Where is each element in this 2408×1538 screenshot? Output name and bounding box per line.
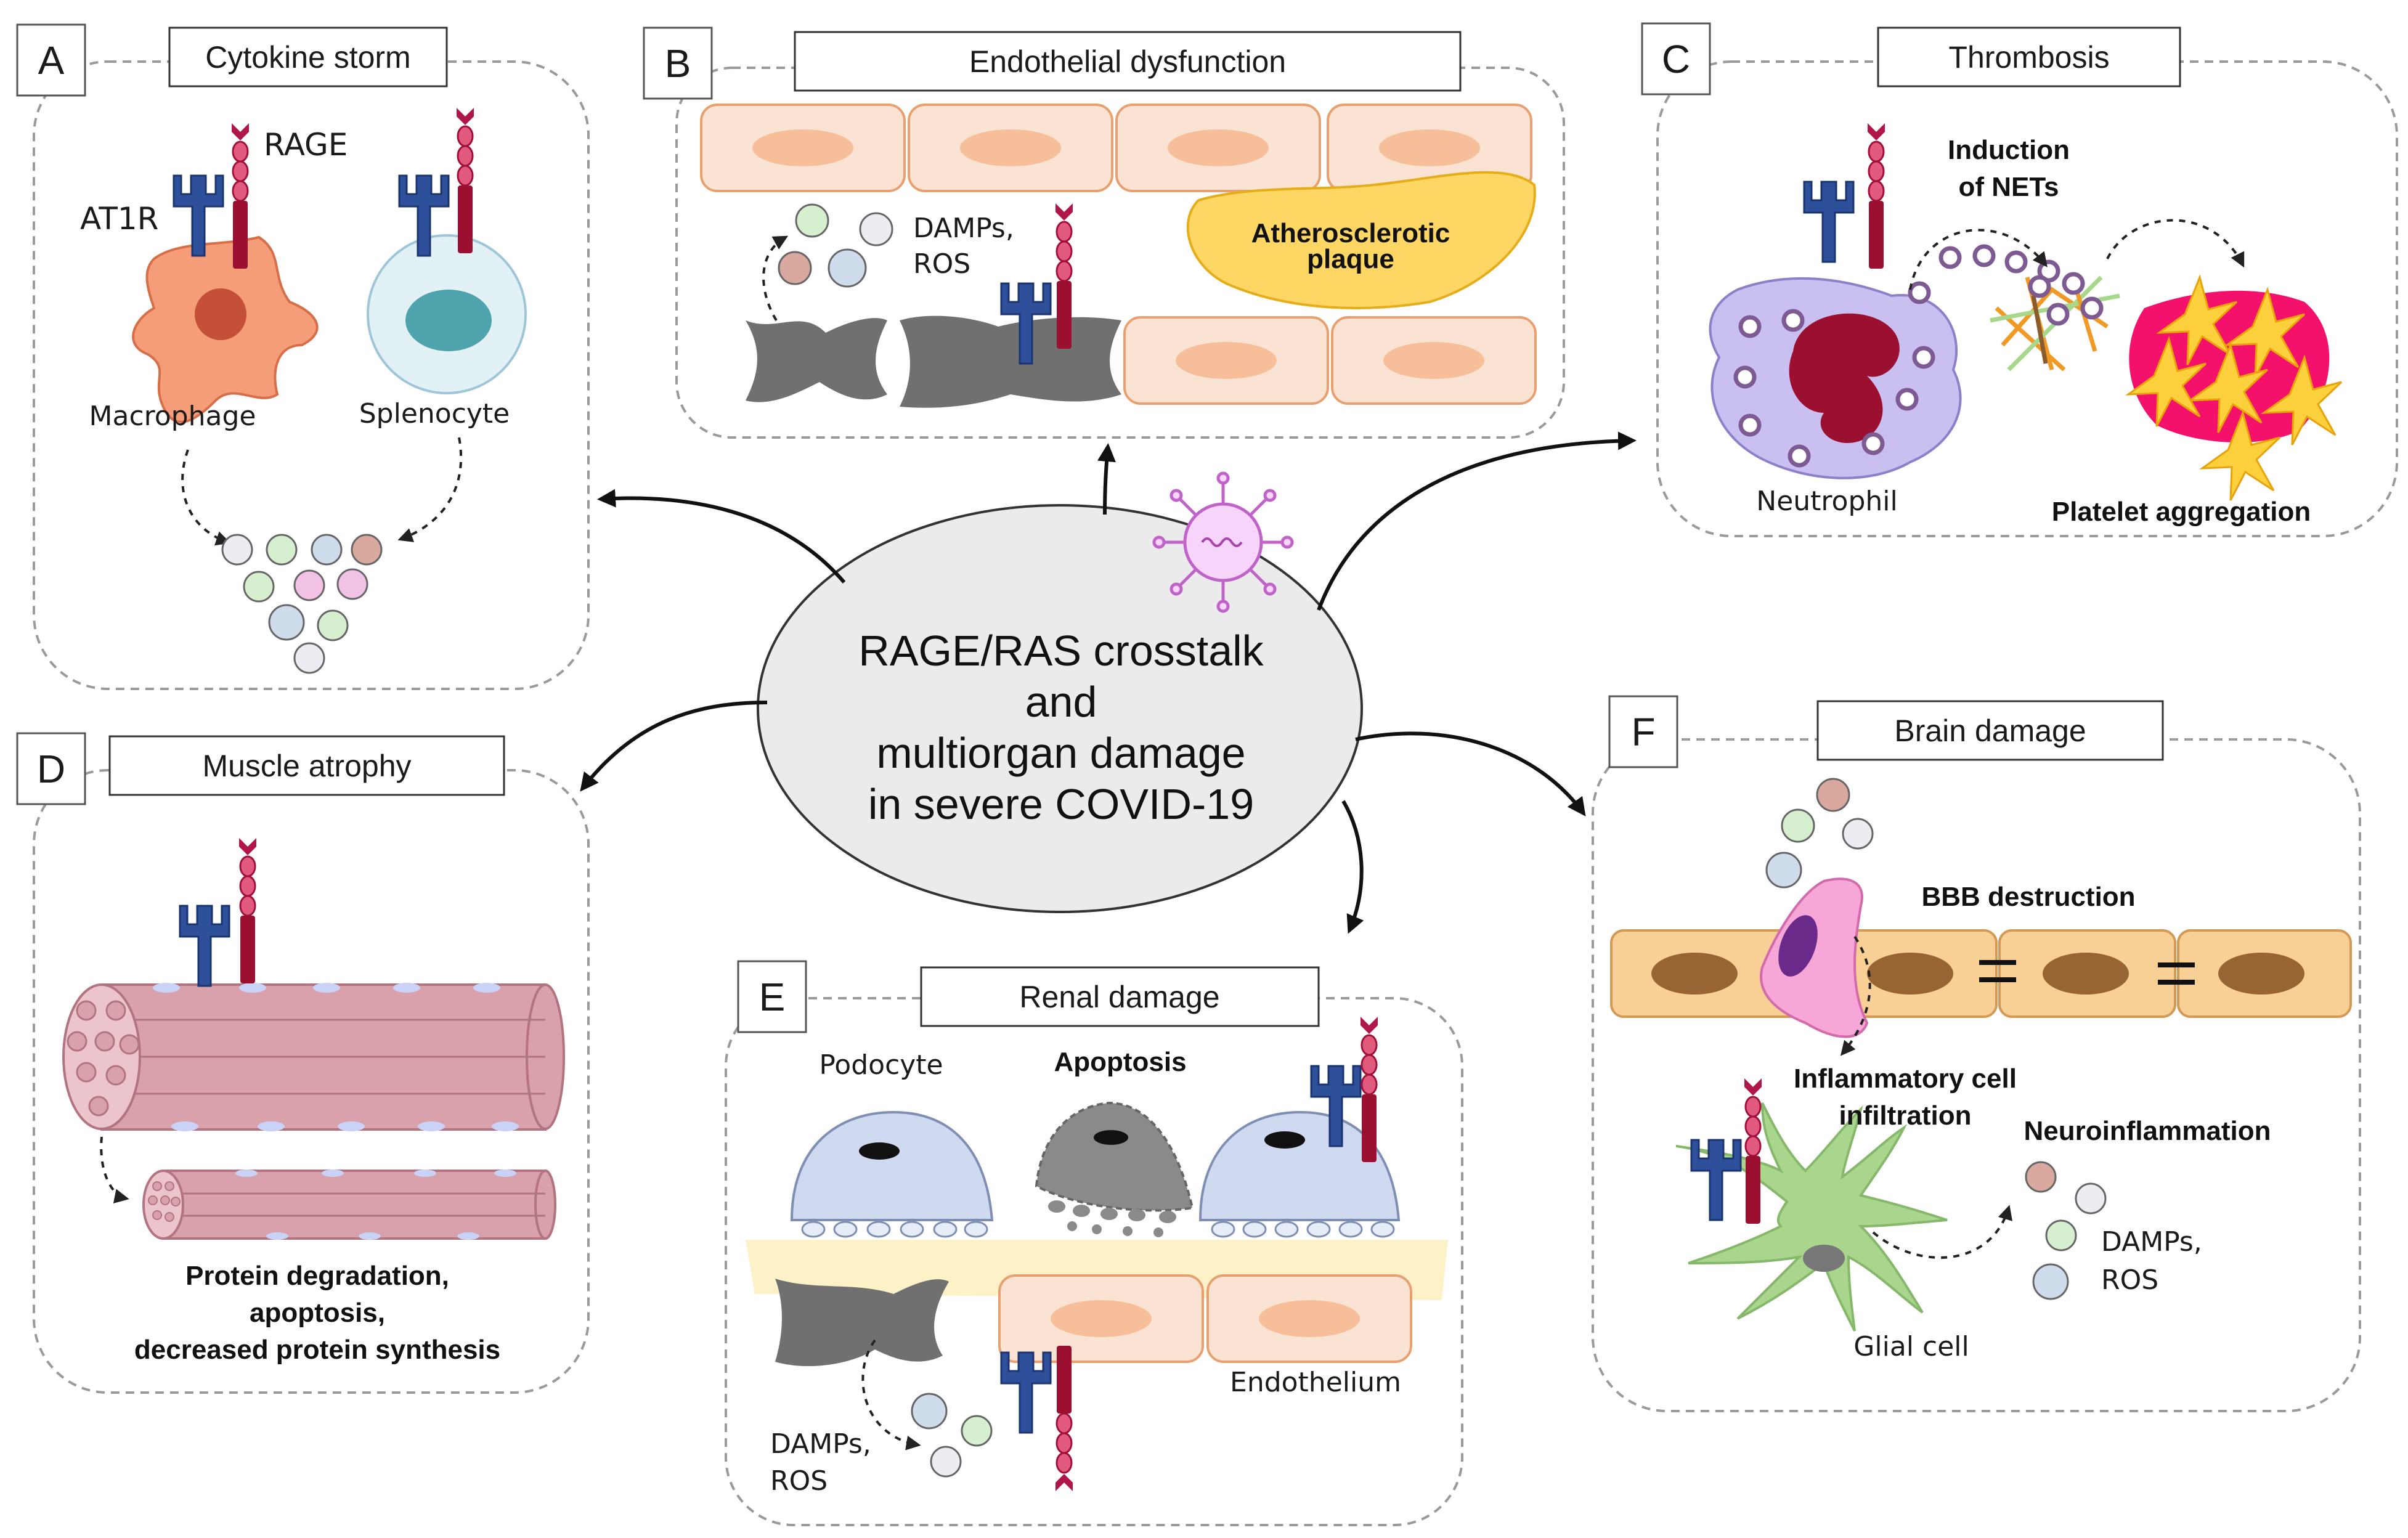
atherosclerotic-plaque bbox=[1186, 171, 1536, 309]
panel-b-ros-label: ROS bbox=[913, 248, 970, 280]
center-line-3: multiorgan damage bbox=[876, 729, 1245, 777]
plaque-label-2: plaque bbox=[1307, 244, 1394, 274]
virus-icon bbox=[1152, 471, 1294, 613]
neutrophil-label: Neutrophil bbox=[1756, 486, 1897, 517]
glial-cell-icon bbox=[1675, 1102, 1948, 1332]
panel-e-title: Renal damage bbox=[1019, 980, 1219, 1014]
endothelium-label: Endothelium bbox=[1230, 1367, 1401, 1398]
infiltration-label-1: Inflammatory cell bbox=[1794, 1064, 2017, 1094]
apoptosis-label: Apoptosis bbox=[1054, 1047, 1186, 1077]
muscle-label-2: apoptosis, bbox=[250, 1298, 385, 1328]
bbb-endothelium bbox=[1610, 929, 2352, 1018]
rage-receptor-icon bbox=[230, 122, 250, 270]
muscle-label-1: Protein degradation, bbox=[185, 1261, 449, 1291]
damaged-cell-1 bbox=[746, 318, 887, 402]
panel-b-title: Endothelial dysfunction bbox=[969, 44, 1286, 79]
panel-b-letter: B bbox=[665, 41, 691, 86]
panel-f-ros-label: ROS bbox=[2101, 1264, 2158, 1296]
muscle-fiber-icon bbox=[62, 983, 565, 1131]
panel-b: B Endothelial dysfunction Atheroscleroti… bbox=[643, 26, 1565, 439]
panel-c-title: Thrombosis bbox=[1948, 40, 2109, 75]
panel-c-letter: C bbox=[1662, 37, 1690, 81]
at1r-label: AT1R bbox=[80, 201, 158, 237]
renal-damaged-cell bbox=[775, 1279, 949, 1367]
neuroinflammation-label: Neuroinflammation bbox=[2024, 1116, 2271, 1146]
panel-c: C Thrombosis Induction of NETs bbox=[1641, 22, 2398, 537]
panel-a: A Cytokine storm RAGE AT1R Macrophage Sp… bbox=[16, 23, 590, 690]
infiltrating-cell bbox=[1760, 877, 1869, 1038]
panel-e-ros-label: ROS bbox=[770, 1465, 828, 1497]
podocyte-icon-2 bbox=[1198, 1110, 1401, 1238]
center-line-2: and bbox=[1025, 678, 1097, 726]
panel-e-letter: E bbox=[759, 975, 786, 1019]
nets-label-1: Induction bbox=[1948, 135, 2070, 165]
atrophic-fiber-icon bbox=[142, 1170, 556, 1240]
panel-d-title: Muscle atrophy bbox=[202, 749, 411, 783]
center-line-4: in severe COVID-19 bbox=[868, 780, 1254, 828]
infiltration-label-2: infiltration bbox=[1839, 1101, 1971, 1131]
panel-a-title: Cytokine storm bbox=[205, 40, 410, 75]
muscle-label-3: decreased protein synthesis bbox=[134, 1335, 500, 1365]
panel-e-damps-label: DAMPs, bbox=[770, 1428, 871, 1460]
damaged-cell-2 bbox=[900, 315, 1121, 408]
cytokine-cluster bbox=[221, 534, 383, 674]
center-node: RAGE/RAS crosstalk and multiorgan damage… bbox=[757, 504, 1363, 913]
splenocyte-label: Splenocyte bbox=[359, 398, 510, 429]
panel-f-letter: F bbox=[1631, 710, 1655, 754]
apoptotic-podocyte-icon bbox=[1035, 1101, 1194, 1237]
rage-label: RAGE bbox=[264, 127, 348, 163]
bbb-label: BBB destruction bbox=[1921, 882, 2135, 912]
panel-d-letter: D bbox=[37, 747, 65, 791]
macrophage-label: Macrophage bbox=[89, 401, 256, 432]
glial-label: Glial cell bbox=[1853, 1331, 1969, 1362]
panel-f: F Brain damage bbox=[1592, 695, 2361, 1412]
main-arrows bbox=[580, 431, 1637, 934]
platelet-label: Platelet aggregation bbox=[2052, 497, 2311, 527]
podocyte-label: Podocyte bbox=[819, 1049, 943, 1081]
panel-f-damps-label: DAMPs, bbox=[2101, 1226, 2202, 1258]
panel-b-damps-label: DAMPs, bbox=[913, 213, 1014, 244]
panel-d: D Muscle atrophy bbox=[16, 732, 590, 1394]
podocyte-icon bbox=[790, 1110, 994, 1238]
plaque-label-1: Atherosclerotic bbox=[1251, 218, 1450, 248]
panel-e: E Renal damage bbox=[725, 960, 1463, 1526]
panel-f-title: Brain damage bbox=[1894, 714, 2086, 748]
nets-label-2: of NETs bbox=[1959, 172, 2059, 202]
center-line-1: RAGE/RAS crosstalk bbox=[858, 627, 1264, 675]
panel-a-letter: A bbox=[38, 38, 65, 83]
